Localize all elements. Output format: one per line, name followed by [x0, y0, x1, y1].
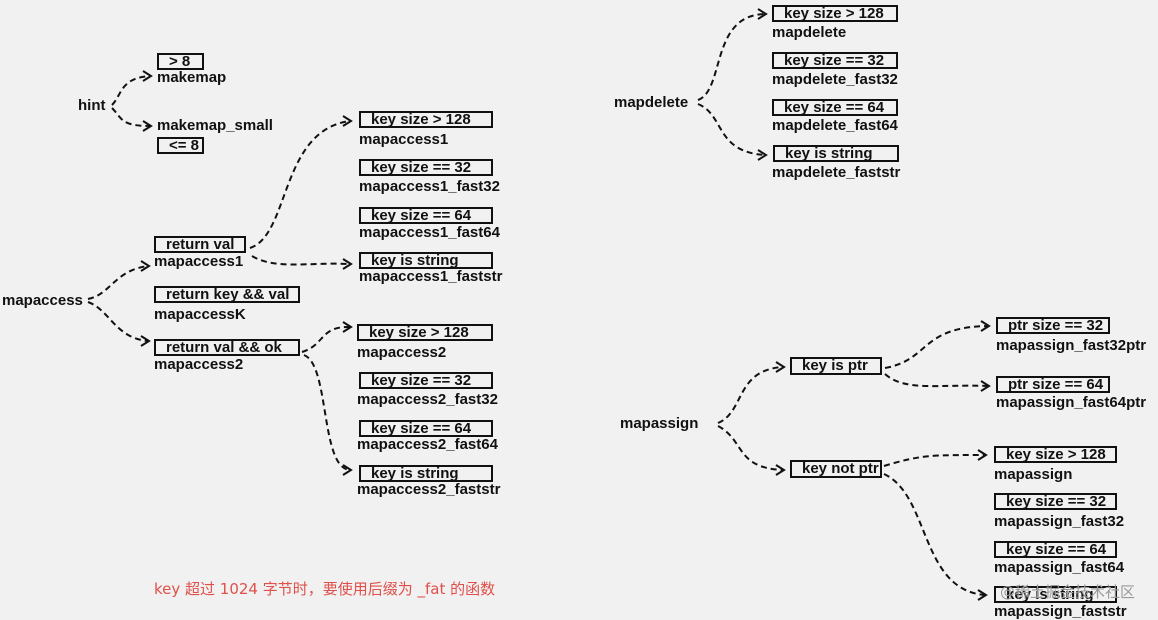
cond-box-ma1-32: key size == 32: [359, 159, 493, 176]
cond-box-mas-str: key is string: [994, 586, 1117, 603]
func-ma1-64: mapaccess1_fast64: [359, 224, 500, 241]
cond-box-key-is-ptr: key is ptr: [790, 357, 882, 375]
func-md-32: mapdelete_fast32: [772, 71, 898, 88]
func-mas-32: mapassign_fast32: [994, 513, 1125, 530]
func-mapaccessK: mapaccessK: [154, 306, 246, 323]
edge-md-gt128: [697, 13, 766, 101]
cond-box-mas-32: key size == 32: [994, 493, 1117, 510]
func-ma1-gt128: mapaccess1: [359, 131, 449, 148]
edge-md-str: [697, 103, 766, 156]
root-hint: hint: [78, 97, 106, 114]
func-ma2-32: mapaccess2_fast32: [357, 391, 498, 408]
func-ma2-64: mapaccess2_fast64: [357, 436, 498, 453]
root-mapaccess: mapaccess: [2, 292, 83, 309]
cond-box-le8: <= 8: [157, 137, 204, 154]
func-mas-64: mapassign_fast64: [994, 559, 1125, 576]
cond-box-md-32: key size == 32: [772, 52, 898, 69]
func-mas-gt128: mapassign: [994, 466, 1073, 483]
func-mas-ptr-32: mapassign_fast32ptr: [996, 337, 1147, 354]
cond-box-return-val-ok: return val && ok: [154, 339, 300, 356]
cond-box-ma2-str: key is string: [359, 465, 493, 482]
cond-box-return-key-val: return key && val: [154, 286, 300, 303]
root-mapassign: mapassign: [620, 415, 699, 432]
cond-box-ptr-32: ptr size == 32: [996, 317, 1110, 334]
func-md-gt128: mapdelete: [772, 24, 847, 41]
watermark: @稀土掘金技术社区: [1000, 583, 1136, 601]
edge-ma1-str: [251, 255, 351, 266]
cond-box-key-not-ptr: key not ptr: [790, 460, 882, 478]
edge-mas-ptr: [717, 366, 784, 424]
edge-mapaccess-1: [87, 265, 149, 300]
func-makemap: makemap: [157, 69, 227, 86]
cond-box-ptr-64: ptr size == 64: [996, 376, 1110, 393]
cond-box-gt8: > 8: [157, 53, 204, 70]
edge-ptr-32: [884, 325, 989, 369]
edge-notptr-gt128: [883, 454, 986, 467]
cond-box-ma2-gt128: key size > 128: [357, 324, 493, 341]
cond-box-ma2-32: key size == 32: [359, 372, 493, 389]
func-mapaccess1-entry: mapaccess1: [154, 253, 244, 270]
cond-box-ma1-gt128: key size > 128: [359, 111, 493, 128]
func-mas-ptr-64: mapassign_fast64ptr: [996, 394, 1147, 411]
func-ma1-str: mapaccess1_faststr: [359, 268, 503, 285]
cond-box-ma1-64: key size == 64: [359, 207, 493, 224]
cond-box-md-str: key is string: [773, 145, 899, 162]
edge-ptr-64: [884, 373, 989, 388]
cond-box-mas-gt128: key size > 128: [994, 446, 1117, 463]
edge-ma2-str: [303, 354, 351, 471]
func-md-64: mapdelete_fast64: [772, 117, 898, 134]
cond-box-md-64: key size == 64: [772, 99, 898, 116]
cond-box-ma1-str: key is string: [359, 252, 493, 269]
edge-mas-notptr: [717, 425, 784, 471]
func-mas-str: mapassign_faststr: [994, 603, 1127, 620]
edge-mapaccess-2: [87, 301, 149, 342]
func-mapaccess2-entry: mapaccess2: [154, 356, 244, 373]
cond-box-return-val: return val: [154, 236, 246, 253]
edge-ma1-gt128: [249, 120, 351, 249]
cond-box-ma2-64: key size == 64: [359, 420, 493, 437]
cond-box-md-gt128: key size > 128: [772, 5, 898, 22]
edge-hint-makemap: [111, 75, 151, 106]
func-md-str: mapdelete_faststr: [772, 164, 901, 181]
edge-ma2-gt128: [301, 325, 351, 353]
edge-hint-makemap-small: [111, 107, 151, 127]
func-ma2-str: mapaccess2_faststr: [357, 481, 501, 498]
cond-box-mas-64: key size == 64: [994, 541, 1117, 558]
func-makemap-small: makemap_small: [157, 117, 273, 134]
root-mapdelete: mapdelete: [614, 94, 689, 111]
func-ma1-32: mapaccess1_fast32: [359, 178, 500, 195]
func-ma2-gt128: mapaccess2: [357, 344, 447, 361]
fat-function-note: key 超过 1024 字节时，要使用后缀为 _fat 的函数: [154, 580, 496, 598]
edge-notptr-str: [883, 473, 986, 596]
